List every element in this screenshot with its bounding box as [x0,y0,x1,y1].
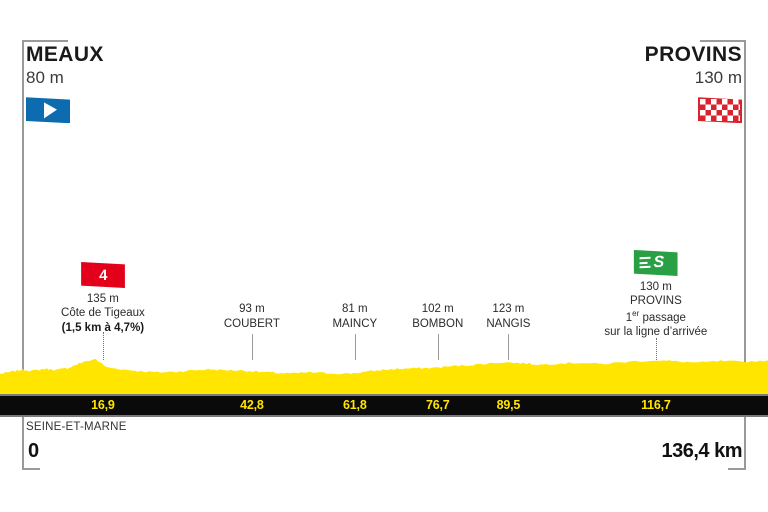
distance-end-label: 136,4 km [661,440,742,462]
town-label-maincy: 81 m MAINCY [332,302,377,332]
km-bar-top-rule [0,394,768,396]
km-marker: 89,5 [496,398,521,412]
start-flag-icon [26,97,70,124]
sprint-flag-icon: S [633,250,678,276]
town-drop-line-maincy [354,334,356,360]
sprint-passage-rest: passage [639,311,686,324]
climb-icon-row: 4 [61,262,145,288]
sprint-altitude: 130 m [639,281,672,293]
sprint-location-line: sur la ligne d’arrivée [604,325,708,338]
town-label-nangis: 123 m NANGIS [486,302,530,332]
department-label: SEINE-ET-MARNE [26,421,127,433]
town-altitude: 102 m [421,303,454,315]
finish-flag-wrap [645,97,742,124]
sprint-marker-provins: S 130 m PROVINS 1er passage sur la ligne… [604,250,707,339]
town-altitude: 93 m [239,303,265,315]
town-altitude: 123 m [492,303,525,315]
sprint-passage-number: 1 [625,311,633,324]
elevation-profile-svg [0,358,768,396]
finish-checkered-flag-icon [698,97,742,124]
km-marker: 16,9 [91,398,115,412]
distance-bracket-left [22,434,40,470]
town-name: MAINCY [332,317,378,330]
climb-category-number: 4 [98,266,108,284]
elevation-area-path [0,358,768,396]
climb-altitude: 135 m [86,293,119,305]
speed-lines-icon [639,256,651,271]
town-name: BOMBON [412,317,464,330]
distance-bracket-right [728,434,746,470]
sprint-s-letter: S [653,253,665,272]
town-name: NANGIS [486,317,531,330]
km-bar-bottom-rule [0,415,768,417]
start-flag-wrap [26,97,104,124]
town-label-coubert: 93 m COUBERT [224,302,280,332]
km-marker: 42,8 [240,398,264,412]
department-tick-left [22,417,23,431]
sprint-passage-ordinal: er [632,308,640,318]
climb-category-flag-icon: 4 [80,262,125,288]
climb-marker-text: 135 m Côte de Tigeaux (1,5 km à 4,7%) [61,292,145,336]
sprint-icon-row: S [604,250,707,276]
finish-altitude: 130 m [694,68,742,88]
start-altitude: 80 m [26,68,64,88]
distance-start-label: 0 [28,440,39,462]
play-triangle-icon [43,101,57,119]
climb-drop-line [102,332,104,360]
km-bar: 16,9 42,8 61,8 76,7 89,5 116,7 [0,396,768,415]
town-drop-line-nangis [508,334,510,360]
town-name: COUBERT [223,317,280,330]
km-marker: 76,7 [425,398,450,412]
start-city-name: MEAUX [26,43,104,66]
climb-gradient: (1,5 km à 4,7%) [61,321,145,334]
sprint-drop-line [655,338,657,360]
town-label-bombon: 102 m BOMBON [412,302,463,332]
town-altitude: 81 m [342,303,368,315]
sprint-marker-text: 130 m PROVINS 1er passage sur la ligne d… [604,280,707,339]
stage-finish-block: PROVINS 130 m [644,43,742,124]
km-marker: 116,7 [641,398,671,412]
finish-city-name: PROVINS [644,43,742,66]
elevation-profile-chart [0,352,768,396]
town-drop-line-coubert [251,334,253,360]
climb-marker-cote-de-tigeaux: 4 135 m Côte de Tigeaux (1,5 km à 4,7%) [61,262,145,336]
km-marker: 61,8 [343,398,367,412]
sprint-passage-line: 1er passage [604,309,707,325]
sprint-name: PROVINS [629,295,682,308]
climb-name: Côte de Tigeaux [61,307,145,320]
stage-start-block: MEAUX 80 m [26,43,104,124]
town-drop-line-bombon [437,334,439,360]
